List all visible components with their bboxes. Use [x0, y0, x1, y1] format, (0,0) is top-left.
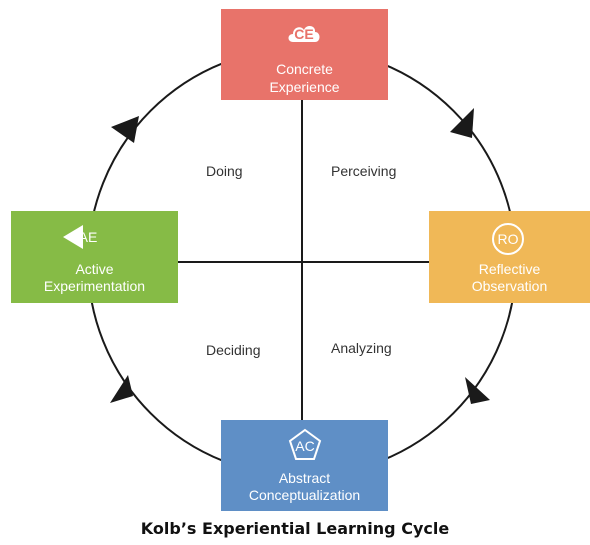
ro-line2: Observation — [471, 278, 548, 294]
ae-line2: Experimentation — [43, 278, 146, 294]
diagram-title: Kolb’s Experiential Learning Cycle — [140, 519, 450, 538]
quadrant-perceiving: Perceiving — [331, 163, 397, 179]
arrow-top-left — [111, 116, 139, 143]
pentagon-icon: AC — [288, 428, 322, 462]
circle-icon: RO — [492, 223, 524, 255]
ae-line1: Active — [75, 261, 114, 277]
ro-abbr: RO — [497, 231, 519, 247]
stage-concrete-experience: CE Concrete Experience — [221, 9, 388, 100]
quadrant-deciding: Deciding — [206, 342, 261, 358]
ac-line1: Abstract — [278, 470, 331, 486]
ce-line1: Concrete — [276, 61, 333, 77]
ce-line2: Experience — [269, 79, 340, 95]
ac-abbr: AC — [295, 438, 315, 454]
stage-reflective-observation: RO Reflective Observation — [429, 211, 590, 303]
ac-line2: Conceptualization — [248, 487, 361, 503]
cloud-icon: CE — [287, 22, 321, 46]
quadrant-doing: Doing — [206, 163, 243, 179]
arrow-bottom-left — [110, 375, 133, 403]
ce-abbr: CE — [294, 26, 314, 42]
arrow-bottom-right — [465, 377, 490, 404]
ro-line1: Reflective — [478, 261, 541, 277]
stage-active-experimentation: AE Active Experimentation — [11, 211, 178, 303]
stage-abstract-conceptualization: AC Abstract Conceptualization — [221, 420, 388, 511]
quadrant-analyzing: Analyzing — [331, 340, 392, 356]
arrow-top-right — [450, 108, 474, 138]
triangle-icon: AE — [61, 221, 101, 253]
ae-abbr: AE — [78, 229, 98, 245]
